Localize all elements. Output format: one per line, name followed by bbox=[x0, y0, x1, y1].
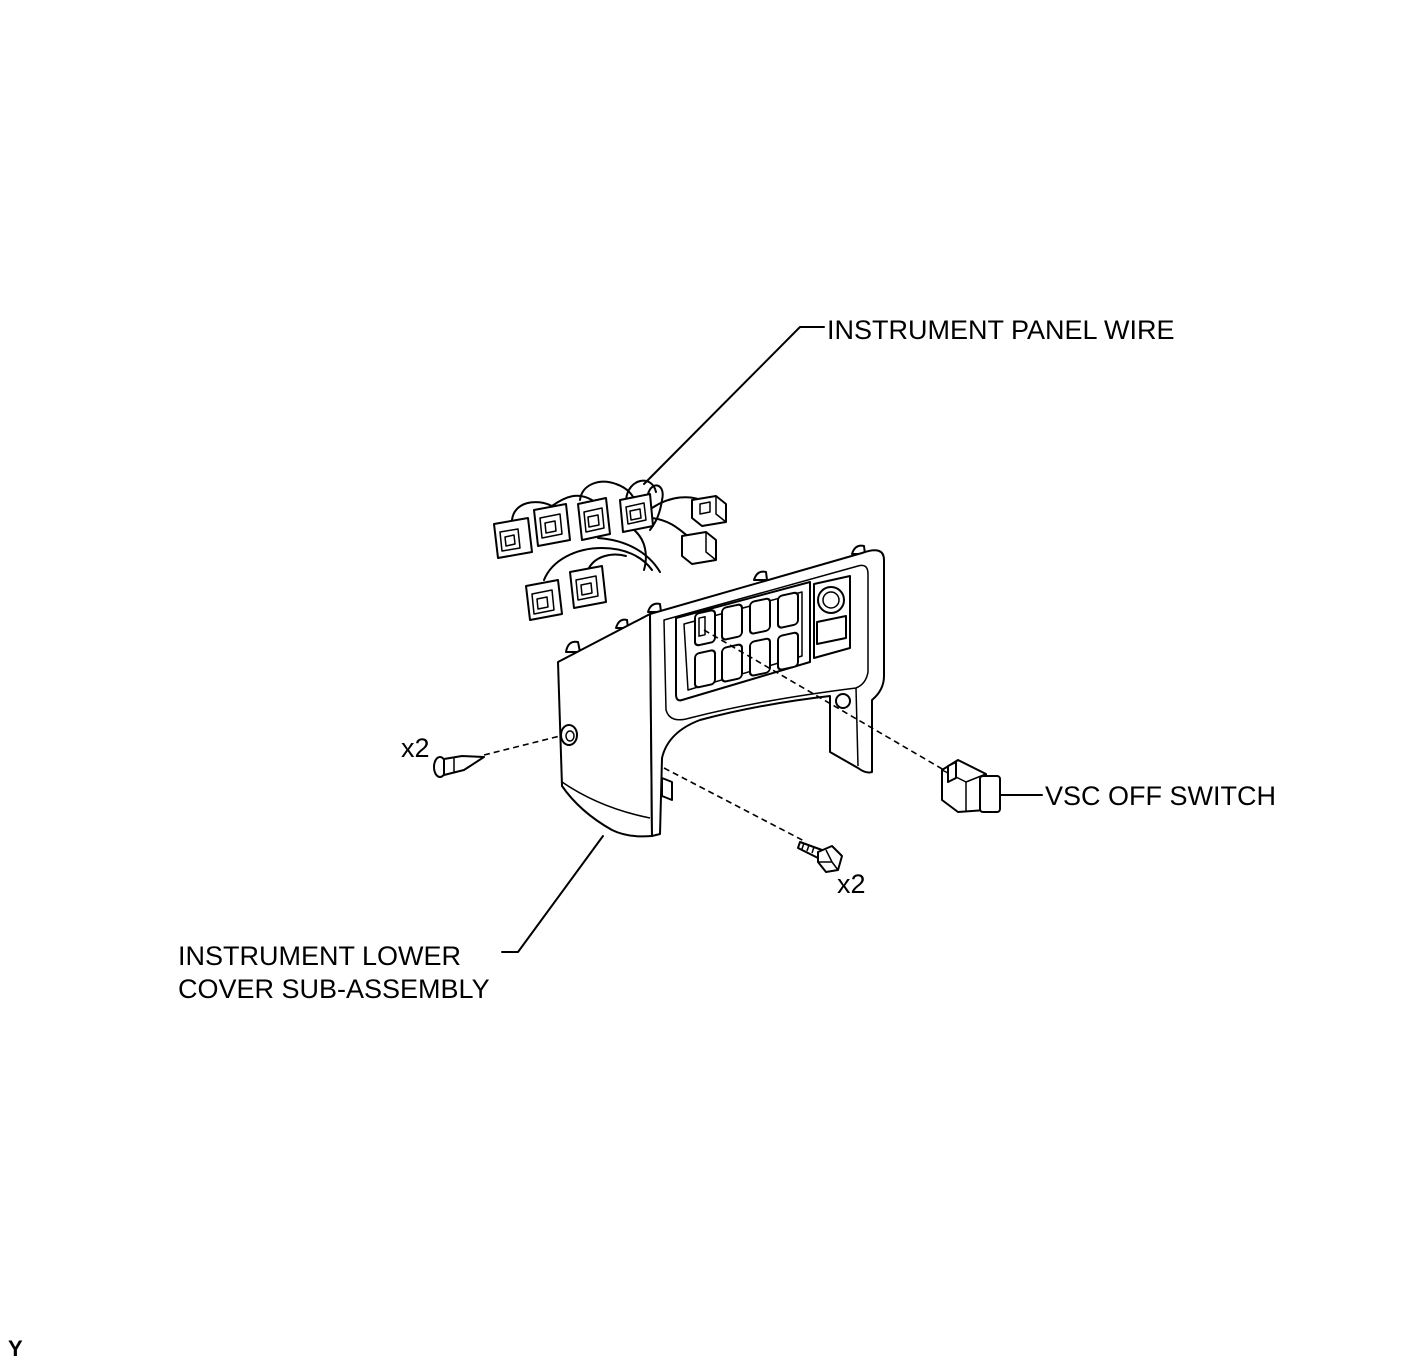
switch-hole bbox=[721, 603, 743, 641]
instrument-lower-cover bbox=[557, 544, 885, 838]
switch-hole bbox=[777, 631, 799, 671]
cover-tab bbox=[565, 640, 581, 653]
label-vsc-off-switch: VSC OFF SWITCH bbox=[1045, 781, 1276, 811]
switch-hole bbox=[749, 597, 771, 635]
switch-hole bbox=[777, 591, 799, 629]
wire bbox=[625, 479, 657, 501]
cover-right-hole bbox=[835, 693, 851, 709]
label-lower-cover-line1: INSTRUMENT LOWER bbox=[178, 941, 461, 971]
wire-connector bbox=[493, 517, 533, 559]
clip-alignment-line bbox=[483, 735, 561, 756]
switch-hole bbox=[694, 649, 716, 689]
cover-lower-tab bbox=[661, 777, 673, 801]
wire-connector bbox=[525, 579, 563, 621]
cover-left-hole-inner bbox=[565, 730, 575, 742]
switch-latch bbox=[947, 761, 957, 783]
switch-knob bbox=[979, 775, 1001, 813]
instrument-panel-wire bbox=[493, 479, 727, 621]
rect-switch bbox=[816, 615, 847, 645]
wire-connector bbox=[691, 495, 727, 527]
wire bbox=[587, 553, 627, 571]
switch-alignment-line bbox=[703, 629, 945, 771]
screw bbox=[797, 841, 843, 873]
round-switch bbox=[817, 586, 845, 614]
wire-connector bbox=[533, 503, 571, 547]
cover-side-face bbox=[557, 613, 653, 838]
switch-hole-latch bbox=[698, 616, 706, 637]
round-switch-inner bbox=[822, 591, 840, 609]
label-screw-quantity: x2 bbox=[837, 869, 866, 899]
cover-side-bevel bbox=[561, 781, 651, 819]
wire-leader-line bbox=[643, 326, 825, 485]
cover-tab bbox=[753, 570, 768, 581]
wire bbox=[647, 484, 664, 531]
wire bbox=[633, 529, 647, 571]
cover-front-border bbox=[663, 564, 869, 721]
wire bbox=[551, 494, 593, 507]
cover-tab bbox=[647, 602, 662, 613]
screw-alignment-line bbox=[663, 767, 807, 843]
vsc-off-switch bbox=[941, 759, 1001, 813]
switch-hole-grid bbox=[694, 591, 799, 689]
wire-connector bbox=[577, 497, 611, 541]
label-lower-cover-line2: COVER SUB-ASSEMBLY bbox=[178, 974, 490, 1004]
corner-mark: Y bbox=[8, 1336, 23, 1361]
label-clip-quantity: x2 bbox=[401, 733, 430, 763]
clip bbox=[433, 755, 485, 778]
wire bbox=[597, 537, 661, 573]
wire bbox=[511, 501, 553, 521]
label-instrument-panel-wire: INSTRUMENT PANEL WIRE bbox=[827, 315, 1175, 345]
cover-leader-line bbox=[501, 835, 604, 953]
wire-connector bbox=[569, 565, 607, 609]
wire-connector bbox=[619, 493, 654, 533]
cover-right-leg-edge bbox=[855, 687, 859, 767]
wire-connector bbox=[681, 531, 717, 565]
switch-hole bbox=[749, 637, 771, 677]
wire bbox=[543, 547, 653, 581]
cover-tab bbox=[851, 544, 866, 555]
